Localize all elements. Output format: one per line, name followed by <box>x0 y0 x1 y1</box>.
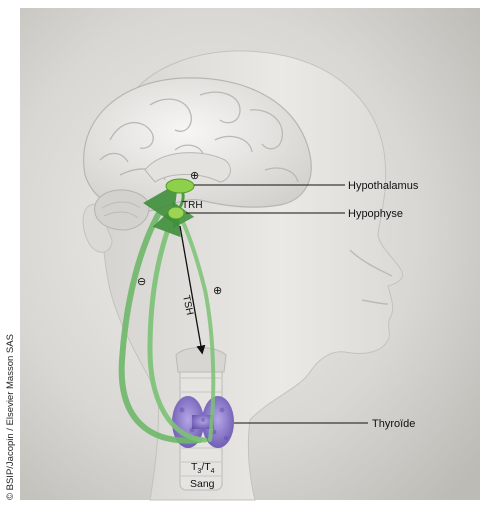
thyroide-label: Thyroïde <box>372 418 415 430</box>
t4-subscript: 4 <box>211 468 215 475</box>
sang-label: Sang <box>190 478 215 490</box>
minus-sign-feedback: ⊖ <box>137 276 146 288</box>
plus-sign-tsh: ⊕ <box>213 285 222 297</box>
hypothalamus-label: Hypothalamus <box>348 180 419 192</box>
plus-sign-hypothalamus: ⊕ <box>190 170 199 182</box>
cerebellum-shape <box>95 190 149 230</box>
trh-label: TRH <box>182 200 203 211</box>
copyright-credit: © BSIP/Jacopin / Elsevier Masson SAS <box>5 334 16 500</box>
hypophyse-label: Hypophyse <box>348 208 403 220</box>
